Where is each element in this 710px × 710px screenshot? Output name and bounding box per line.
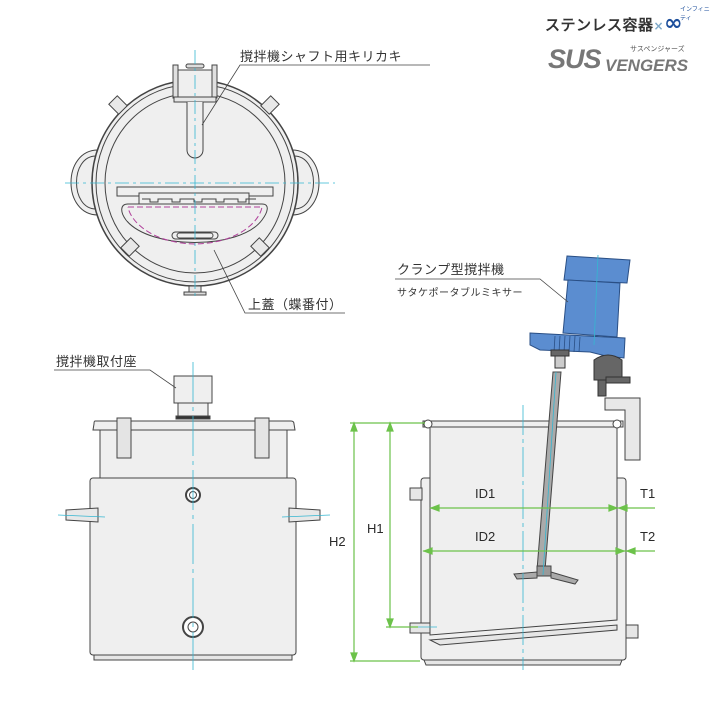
logo-cross: × xyxy=(653,19,665,33)
label-mixer-title: クランプ型撹拌機 xyxy=(397,263,505,278)
side-section-view xyxy=(409,371,641,666)
front-view xyxy=(65,375,321,661)
leader-lines xyxy=(54,64,569,389)
mixer-motor xyxy=(529,255,631,359)
front-view-centerlines xyxy=(57,362,331,670)
label-mixer-subtitle: サタケポータブルミキサー xyxy=(397,288,523,299)
logo-brand-main: SUS xyxy=(548,44,602,74)
logo-brand-sub: VENGERS xyxy=(605,56,689,75)
dim-label-id1: ID1 xyxy=(475,486,496,501)
dim-label-t2: T2 xyxy=(640,529,656,544)
top-view-centerlines xyxy=(65,50,335,300)
dim-label-t1: T1 xyxy=(640,486,656,501)
logo-japanese-text: ステンレス容器 xyxy=(545,16,654,34)
label-lid-hinged: 上蓋（蝶番付） xyxy=(248,298,343,313)
label-shaft-slot: 撹拌機シャフト用キリカキ xyxy=(240,50,403,65)
infinity-icon: ∞ xyxy=(664,11,683,36)
side-view-centerlines xyxy=(400,254,599,670)
dim-label-h2: H2 xyxy=(329,534,346,549)
mixer-clamp xyxy=(550,349,631,397)
dimension-lines xyxy=(350,421,655,663)
label-mount-seat: 撹拌機取付座 xyxy=(56,355,138,370)
dim-label-h1: H1 xyxy=(367,521,384,536)
dim-label-id2: ID2 xyxy=(475,529,496,544)
logo-brand-kana: サスペンジャーズ xyxy=(630,45,685,53)
logo-infinity-kana: インフィニティ xyxy=(680,6,710,22)
logo-japanese: ステンレス容器×∞ xyxy=(545,11,683,36)
